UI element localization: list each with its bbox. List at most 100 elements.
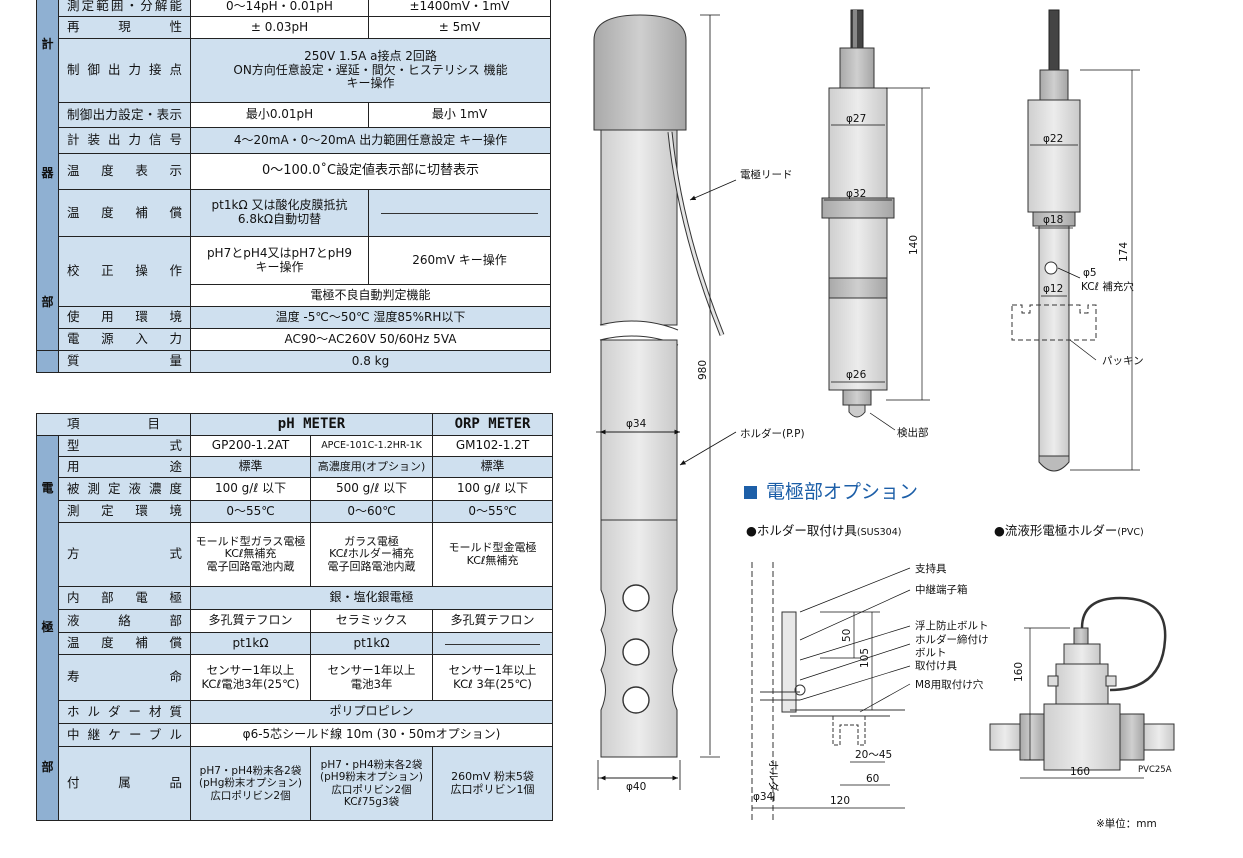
dim-d22: φ22 — [1043, 133, 1063, 145]
row-label: 中継ケーブル — [57, 723, 192, 747]
dim-d32: φ32 — [846, 188, 866, 200]
row-label: 付属品 — [57, 746, 192, 821]
electrode-category-cell: 電 極 部 — [36, 435, 59, 821]
orp-value: 標準 — [432, 456, 554, 478]
holder-mount-drawing: 支持具 中継端子箱 浮上防止ボルト ホルダー締付け ボルト 取付け具 M8用取付… — [751, 562, 989, 820]
dim-50: 50 — [841, 629, 853, 642]
dim-174: 174 — [1118, 242, 1130, 262]
dim-160-h: 160 — [1013, 662, 1025, 682]
orp-value: 多孔質テフロン — [432, 609, 554, 633]
holder-label: ホルダー(P.P) — [740, 427, 805, 440]
holder-vertical-label: ホルダー — [767, 760, 780, 802]
dim-105: 105 — [859, 648, 871, 668]
ph-value: 最小0.01pH — [190, 102, 369, 128]
ph-high-value: 0～60℃ — [310, 500, 434, 523]
ph-standard-value: 100 g/ℓ 以下 — [190, 477, 312, 501]
dim-60: 60 — [866, 773, 879, 785]
category-char: 極 — [41, 620, 54, 635]
detect-label: 検出部 — [897, 426, 929, 439]
dim-d12: φ12 — [1043, 283, 1063, 295]
kcl-hole-label: KCℓ 補充穴 — [1081, 280, 1134, 293]
electrode-spec-table: 項 目 pH METER ORP METER 電 極 部 型式 GP200-1.… — [35, 413, 554, 821]
ph-value: ± 0.03pH — [190, 16, 369, 39]
bolt2b-label: ボルト — [915, 647, 947, 659]
category-char: 器 — [41, 165, 54, 180]
option2-heading: ●流液形電極ホルダー(PVC) — [994, 523, 1144, 538]
row-label: 再 現 性 — [58, 16, 191, 39]
model-label: PVC25A — [1138, 765, 1172, 775]
orp-value: ± 5mV — [368, 16, 551, 39]
orp-value: 260mV キー操作 — [368, 236, 551, 285]
category-char: 計 — [41, 36, 54, 51]
ph-high-value: セラミックス — [310, 609, 434, 633]
row-label: 制御出力接点 — [58, 38, 191, 103]
orp-electrode-drawing: φ22 φ18 φ5 KCℓ 補充穴 φ12 パッキン 174 — [1011, 9, 1144, 472]
dim-d27: φ27 — [846, 113, 866, 125]
combined-value: 温度 -5℃～50℃ 湿度85%RH以下 — [190, 306, 551, 329]
dim-980: 980 — [697, 360, 709, 380]
orp-value — [368, 189, 551, 237]
ph-high-value: 500 g/ℓ 以下 — [310, 477, 434, 501]
dim-160-w: 160 — [1070, 766, 1090, 778]
row-label: 計装出力信号 — [58, 127, 191, 154]
dim-d18: φ18 — [1043, 214, 1063, 226]
orp-value: ±1400mV・1mV — [368, 0, 551, 17]
support-label: 支持具 — [915, 562, 947, 575]
m8-label: M8用取付け穴 — [915, 678, 984, 691]
row-label: 液絡部 — [57, 609, 192, 633]
option-title-text: 電極部オプション — [766, 481, 919, 503]
packing-label: パッキン — [1102, 355, 1144, 367]
dim-d40: φ40 — [626, 781, 646, 793]
option-section-title: 電極部オプション — [744, 477, 918, 504]
lead-label: 電極リード — [740, 168, 793, 181]
option1-heading: ●ホルダー取付け具(SUS304) — [746, 523, 902, 538]
holder-drawing: 電極リード ホルダー(P.P) φ34 φ40 980 — [593, 14, 805, 793]
row-label: 温度補償 — [57, 632, 192, 655]
row-label: 制御出力設定・表示 — [58, 102, 191, 128]
ph-standard-value: pH7・pH4粉末各2袋(pHg粉末オプション)広口ポリビン2個 — [190, 746, 312, 821]
flow-holder-drawing: 160 160 PVC25A — [989, 596, 1175, 779]
unit-note: ※単位：mm — [1096, 818, 1157, 830]
orp-value — [432, 632, 554, 655]
category-char: 電 — [41, 481, 54, 496]
fixture-label: 取付け具 — [915, 659, 957, 672]
dim-d34-mount: φ34 — [753, 791, 774, 803]
instrument-category-cell: 計 器 部 — [36, 0, 59, 351]
row-label: 質 量 — [58, 350, 191, 373]
row-label: 温度補償 — [58, 189, 191, 237]
ph-high-value: APCE-101C-1.2HR-1K — [310, 435, 434, 457]
dim-d26: φ26 — [846, 369, 867, 381]
dim-d5: φ5 — [1083, 267, 1097, 279]
category-char: 部 — [41, 759, 54, 774]
orp-value: 260mV 粉末5袋広口ポリビン1個 — [432, 746, 554, 821]
instrument-spec-table: 計 器 部 測定範囲・分解能 0～14pH・0.01pH ±1400mV・1mV… — [36, 0, 551, 373]
dim-20-45: 20～45 — [855, 749, 892, 761]
orp-value: 最小 1mV — [368, 102, 551, 128]
dim-d34: φ34 — [626, 418, 647, 430]
row-label: 方式 — [57, 522, 192, 587]
row-label: 内部電極 — [57, 586, 192, 610]
ph-standard-value: pt1kΩ — [190, 632, 312, 655]
ph-high-value: pt1kΩ — [310, 632, 434, 655]
ph-sensor-drawing: φ27 φ32 φ26 140 検出部 — [821, 9, 930, 439]
combined-value: AC90～AC260V 50/60Hz 5VA — [190, 328, 551, 351]
bolt1-label: 浮上防止ボルト — [915, 619, 989, 632]
row-label: 寿命 — [57, 654, 192, 701]
dim-120: 120 — [830, 795, 850, 807]
row-label: 電源入力 — [58, 328, 191, 351]
combined-value: φ6-5芯シールド線 10m (30・50mオプション) — [190, 723, 554, 747]
square-bullet-icon — [744, 486, 757, 499]
row-label: 用途 — [57, 456, 192, 478]
ph-high-value: 高濃度用(オプション) — [310, 456, 434, 478]
row-label: 型式 — [57, 435, 192, 457]
combined-value: 0.8 kg — [190, 350, 551, 373]
orp-value: GM102-1.2T — [432, 435, 554, 457]
dim-140: 140 — [908, 235, 920, 255]
